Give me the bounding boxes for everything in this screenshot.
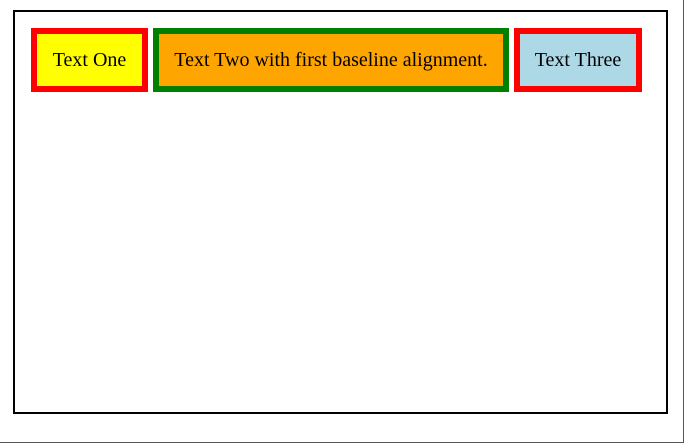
text-three-box: Text Three [514, 28, 642, 92]
text-two-label: Text Two with first baseline alignment. [174, 48, 488, 71]
flex-row: Text One Text Two with first baseline al… [31, 28, 642, 92]
text-one-box: Text One [31, 28, 148, 92]
text-one-label: Text One [52, 48, 127, 71]
text-three-label: Text Three [534, 48, 622, 71]
flex-container: Text One Text Two with first baseline al… [13, 10, 668, 414]
text-two-box: Text Two with first baseline alignment. [153, 28, 509, 92]
